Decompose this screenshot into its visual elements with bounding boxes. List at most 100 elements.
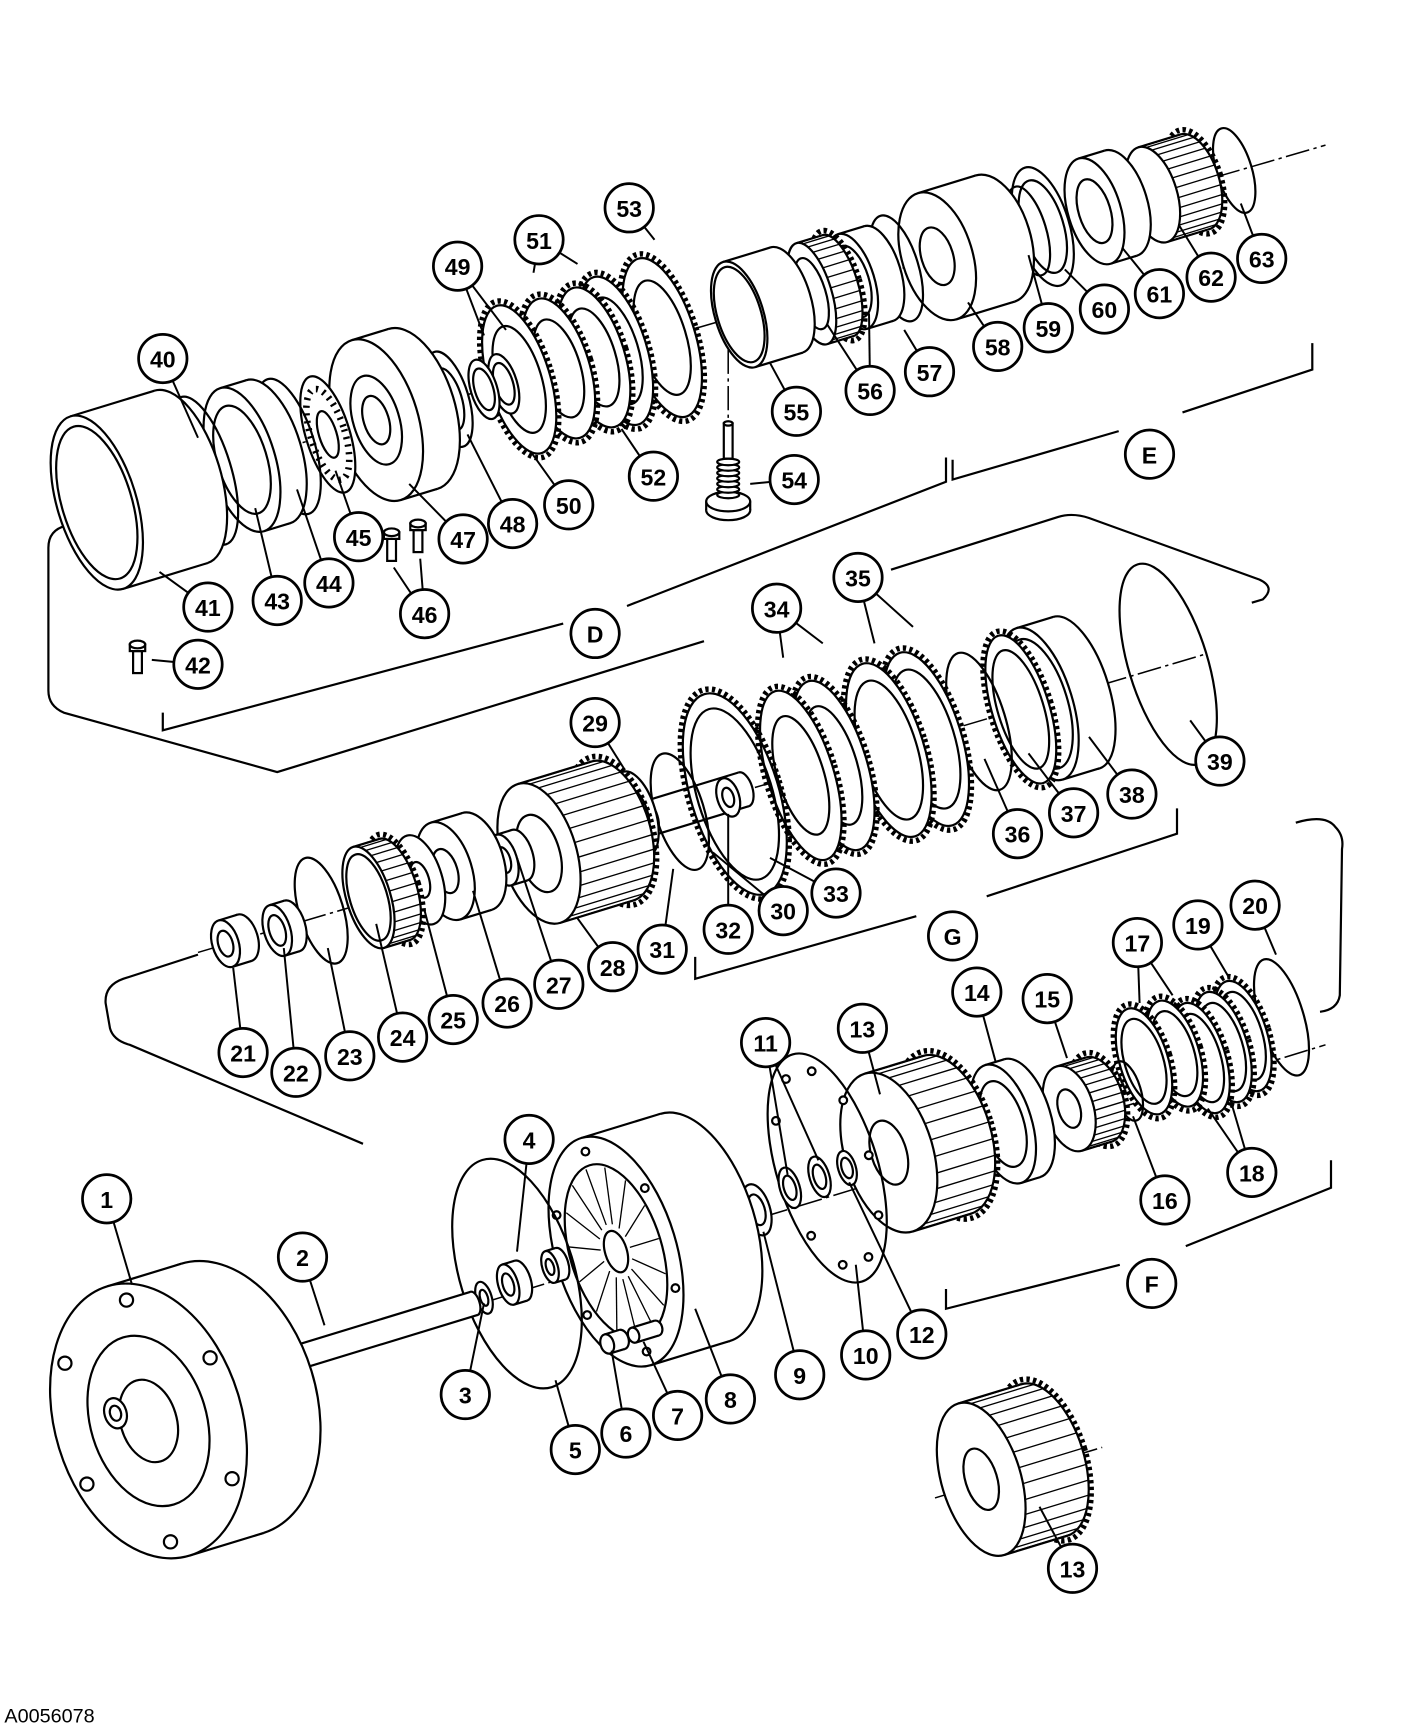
callout-34-label: 34 bbox=[764, 596, 790, 622]
callout-44-circle bbox=[303, 557, 355, 609]
part-24-groove bbox=[370, 846, 398, 857]
callout-14: 14 bbox=[951, 966, 1003, 1018]
part-32-bore bbox=[721, 786, 736, 809]
part-1-face bbox=[48, 1282, 249, 1560]
callout-8: 9 bbox=[774, 1349, 826, 1401]
callout-1-circle bbox=[276, 1231, 329, 1283]
callout-40-circle bbox=[137, 332, 189, 385]
part-4-b-bore bbox=[544, 1257, 556, 1277]
part-15-groove bbox=[1088, 1136, 1119, 1148]
callout-14-label: 14 bbox=[964, 980, 990, 1006]
callout-28-label: 28 bbox=[600, 955, 626, 981]
callout-61-label: 61 bbox=[1147, 282, 1173, 308]
callout-61-circle bbox=[1133, 268, 1185, 320]
callout-52: 52 bbox=[627, 450, 679, 502]
callout-24-label: 24 bbox=[390, 1025, 416, 1051]
part-18-b-teeth bbox=[1189, 984, 1257, 1110]
part-24-groove bbox=[365, 841, 393, 852]
part-10-hole bbox=[863, 1150, 874, 1161]
part-45-bore bbox=[315, 410, 340, 459]
part-8 bbox=[547, 1111, 764, 1368]
group-outlines bbox=[47, 513, 1344, 1145]
part-12 bbox=[836, 1149, 858, 1187]
callout-55: 55 bbox=[770, 385, 822, 437]
part-56-groove bbox=[835, 309, 863, 320]
callout-25-circle bbox=[427, 993, 479, 1046]
callout-37-label: 37 bbox=[1061, 801, 1087, 827]
part-62-groove bbox=[1173, 223, 1216, 239]
part-45-outline bbox=[299, 375, 357, 494]
part-10-hole bbox=[806, 1230, 817, 1241]
part-8-edge-top bbox=[580, 1112, 661, 1140]
callout-39-label: 39 bbox=[1207, 749, 1233, 775]
part-13-lower-groove bbox=[1023, 1507, 1088, 1529]
callout-47: 47 bbox=[437, 513, 489, 565]
part-8-spoke bbox=[629, 1237, 660, 1248]
part-6-face bbox=[599, 1333, 616, 1355]
part-62-groove bbox=[1145, 133, 1189, 149]
part-24-face bbox=[341, 845, 396, 950]
part-41-bore bbox=[55, 424, 139, 581]
callout-29: 29 bbox=[569, 697, 621, 749]
part-1-lug bbox=[224, 1470, 240, 1487]
callout-4: 5 bbox=[549, 1423, 601, 1476]
callout-56: 56 bbox=[844, 364, 896, 417]
callout-53: 53 bbox=[603, 182, 655, 234]
callout-56-label: 56 bbox=[857, 379, 883, 405]
part-34-teeth bbox=[754, 683, 847, 868]
callout-45-circle bbox=[333, 511, 385, 563]
part-1-lug bbox=[57, 1355, 73, 1371]
callout-49-label: 49 bbox=[445, 254, 471, 280]
callout-62-label: 62 bbox=[1198, 265, 1224, 291]
part-54 bbox=[705, 420, 752, 522]
group-label-1: E bbox=[1123, 428, 1176, 480]
part-13-groove bbox=[917, 1090, 976, 1110]
part-41 bbox=[49, 388, 229, 591]
part-24-groove bbox=[393, 903, 421, 913]
callout-9-label: 10 bbox=[853, 1343, 879, 1369]
part-11-outline bbox=[777, 1166, 803, 1210]
part-38-edge-top bbox=[1016, 615, 1054, 630]
callout-23-circle bbox=[324, 1030, 376, 1082]
callout-18-circle bbox=[1226, 1146, 1278, 1198]
part-13-lower-groove bbox=[1025, 1479, 1089, 1501]
callout-45: 45 bbox=[333, 511, 385, 563]
callout-36-circle bbox=[991, 808, 1044, 860]
part-61-bore bbox=[1075, 178, 1114, 245]
part-13-groove bbox=[936, 1170, 996, 1190]
callout-35-circle bbox=[832, 551, 884, 603]
part-8-spoke bbox=[627, 1275, 655, 1328]
part-24-groove bbox=[355, 837, 382, 848]
callout-32: 32 bbox=[702, 903, 754, 955]
part-37-teeth bbox=[980, 628, 1062, 791]
part-13-groove bbox=[924, 1105, 983, 1125]
callout-8-label: 9 bbox=[793, 1363, 806, 1389]
part-56-groove bbox=[802, 235, 830, 245]
part-33-bore bbox=[689, 707, 781, 881]
callout-6-circle bbox=[652, 1389, 704, 1442]
callout-12: 13 bbox=[836, 1002, 888, 1054]
callout-3: 4 bbox=[503, 1113, 555, 1165]
callout-11-leader bbox=[848, 1181, 923, 1335]
part-28-groove bbox=[578, 874, 653, 899]
part-58-edge-bottom bbox=[956, 300, 1015, 321]
callout-0: 1 bbox=[81, 1173, 133, 1225]
callout-32-circle bbox=[702, 903, 754, 955]
part-8-bolt-hole bbox=[670, 1283, 681, 1294]
callout-17-circle bbox=[1111, 916, 1163, 969]
part-11-bore bbox=[781, 1174, 798, 1202]
part-45 bbox=[299, 375, 357, 494]
callout-41: 41 bbox=[182, 581, 234, 633]
callout-13-circle bbox=[1046, 1542, 1099, 1594]
part-28-groove bbox=[569, 805, 644, 829]
callout-28-circle bbox=[587, 941, 639, 993]
part-49-outline bbox=[467, 358, 501, 421]
part-58-edge-top bbox=[917, 174, 977, 195]
group-label-3: G bbox=[927, 910, 979, 962]
part-62-groove bbox=[1151, 136, 1195, 151]
callout-30-circle bbox=[757, 885, 809, 937]
callout-13-label: 13 bbox=[1060, 1556, 1086, 1582]
part-62-groove bbox=[1179, 203, 1223, 218]
group-brackets bbox=[161, 343, 1333, 1311]
